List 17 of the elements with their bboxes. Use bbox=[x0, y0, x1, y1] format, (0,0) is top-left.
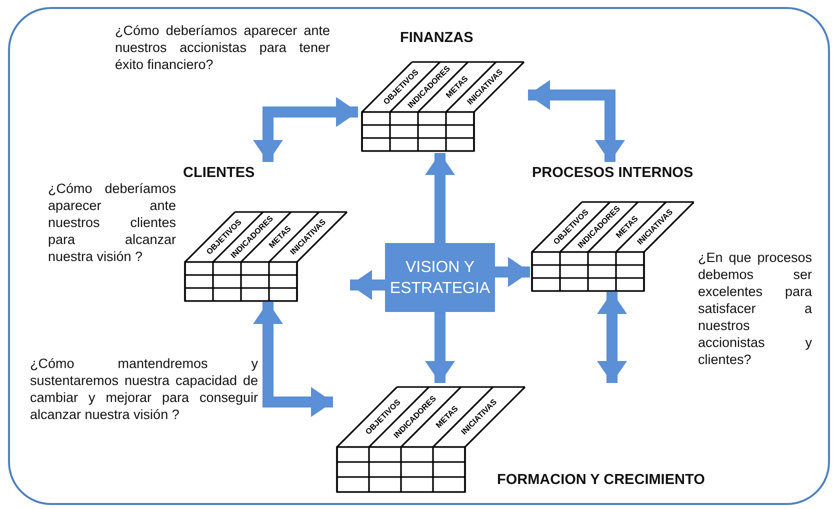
perspective-title: FORMACION Y CRECIMIENTO bbox=[497, 472, 705, 488]
arrow bbox=[253, 302, 333, 417]
question-text: ¿Cómo deberíamos aparecer ante nuestros clientes para alcanzar nuestra visión ? bbox=[48, 180, 176, 265]
perspective-title: CLIENTES bbox=[183, 165, 255, 181]
perspective-title: FINANZAS bbox=[400, 30, 474, 46]
arrow bbox=[425, 312, 455, 383]
question-text: ¿En que procesos debemos ser excelentes para satisfacer a nuestros accionistas y clientes? bbox=[698, 249, 812, 368]
arrow bbox=[495, 257, 530, 287]
arrow bbox=[528, 80, 625, 162]
arrow bbox=[425, 153, 455, 243]
question-text: ¿Cómo mantendremos y sustentaremos nuestra capacidad de cambiar y mejorar para conseguir alcanzar nuestra visión ? bbox=[30, 355, 258, 423]
arrow bbox=[597, 292, 627, 383]
arrow bbox=[350, 270, 385, 300]
strategy-box: VISION Y ESTRATEGIA bbox=[385, 243, 495, 312]
arrow bbox=[253, 97, 358, 162]
perspective-title: PROCESOS INTERNOS bbox=[532, 165, 694, 181]
question-text: ¿Cómo deberíamos aparecer ante nuestros accionistas para tener éxito financiero? bbox=[115, 22, 330, 73]
